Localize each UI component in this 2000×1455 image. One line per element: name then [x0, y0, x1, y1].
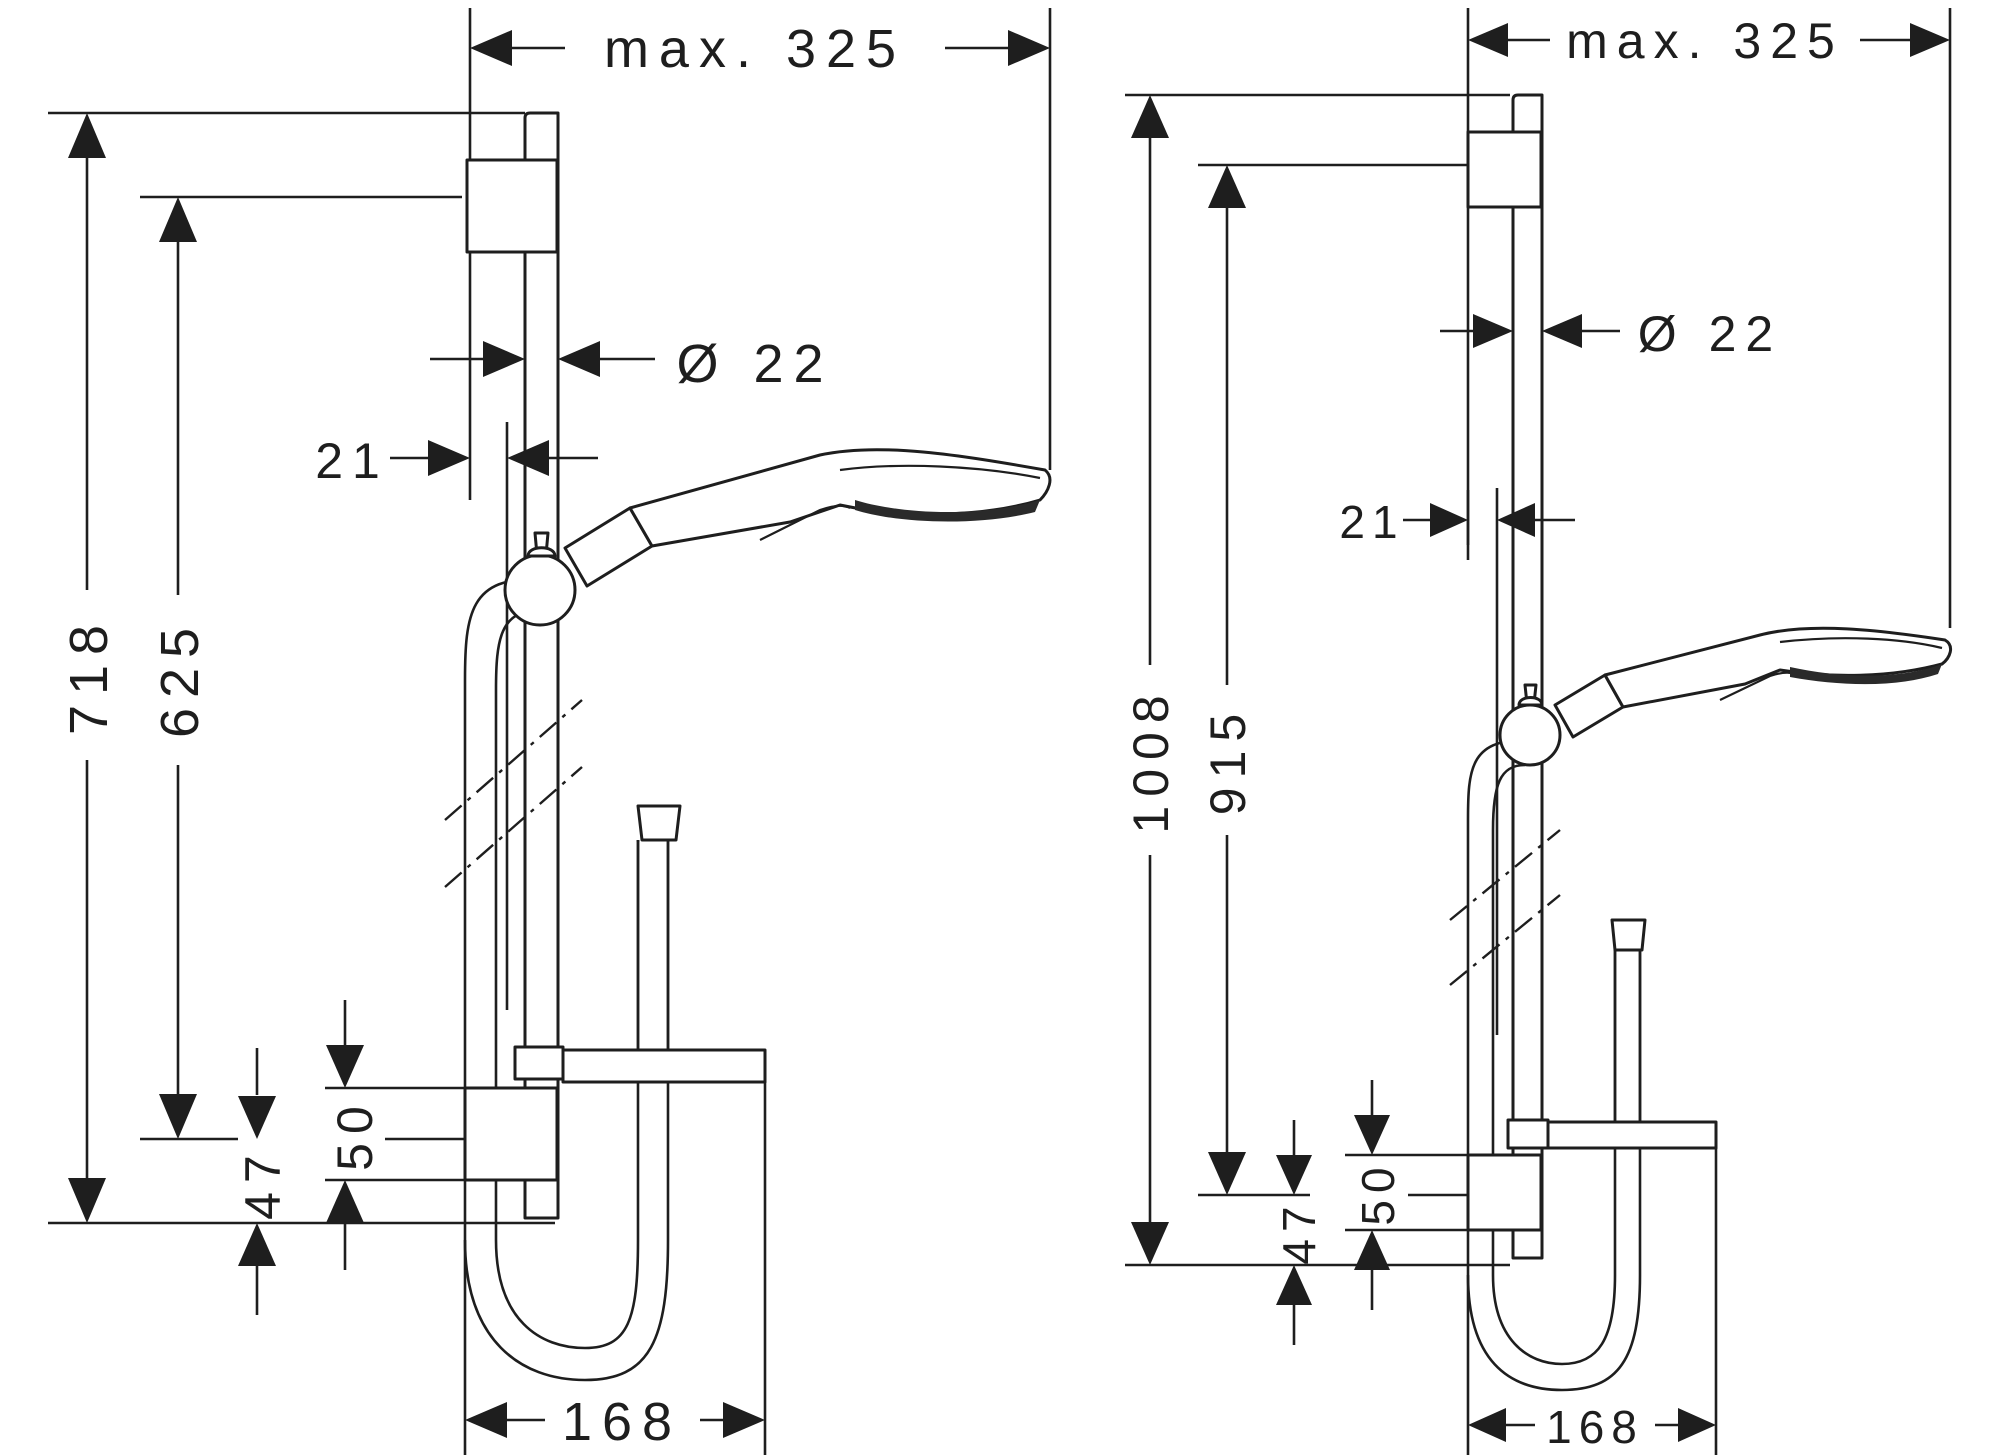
- right-shower-rail: [1449, 93, 1561, 1260]
- right-hose-connector: [1610, 918, 1647, 952]
- left-hand-shower: [503, 448, 1052, 627]
- left-height-holder-label: 625: [150, 618, 210, 738]
- right-max-width-dimension: max. 325: [1466, 8, 1952, 628]
- left-diameter-dimension: Ø 22: [430, 334, 833, 394]
- right-wall-bracket-top: [1466, 130, 1543, 209]
- right-height-holder-dimension: 915: [1198, 163, 1470, 1197]
- left-lower-bracket: [463, 1045, 767, 1182]
- left-shower-rail: [444, 111, 583, 1220]
- right-lower-bracket: [1466, 1118, 1718, 1232]
- left-wall-bracket-top: [465, 158, 559, 254]
- left-dim-50: 50: [325, 1000, 465, 1270]
- left-shower-holder-knob: [503, 553, 577, 627]
- left-view: max. 325 718 625: [48, 8, 1052, 1455]
- left-dim-47-label: 47: [235, 1146, 291, 1220]
- left-diameter-label: Ø 22: [676, 334, 833, 394]
- right-shower-holder-knob: [1498, 703, 1562, 767]
- right-dim-50: 50: [1345, 1080, 1468, 1310]
- left-max-width-dimension: max. 325: [468, 8, 1052, 500]
- right-soap-shelf: [1546, 1120, 1718, 1150]
- right-dim-47: 47: [1273, 1120, 1325, 1345]
- left-dim-47: 47: [235, 1048, 291, 1315]
- right-width-bottom-dimension: 168: [1466, 1148, 1718, 1455]
- right-offset-dimension: 21: [1339, 490, 1575, 548]
- left-shower-hose: [463, 578, 682, 1382]
- right-diameter-dimension: Ø 22: [1440, 306, 1782, 362]
- right-dim-50-label: 50: [1352, 1160, 1404, 1225]
- right-shower-hose: [1466, 738, 1647, 1392]
- left-height-total-label: 718: [59, 615, 119, 735]
- left-dim-50-label: 50: [327, 1097, 383, 1171]
- right-dim-47-label: 47: [1273, 1199, 1325, 1264]
- right-offset-label: 21: [1339, 496, 1404, 548]
- left-hose-connector: [636, 804, 682, 842]
- right-height-total-dimension: 1008: [1123, 93, 1510, 1267]
- left-max-width-label: max. 325: [604, 19, 906, 79]
- left-soap-shelf: [561, 1048, 767, 1084]
- right-hand-shower: [1498, 626, 1953, 767]
- left-width-bottom-label: 168: [562, 1392, 682, 1452]
- right-max-width-label: max. 325: [1566, 13, 1844, 69]
- left-height-holder-dimension: 625: [140, 195, 462, 1141]
- left-offset-dimension: 21: [315, 433, 598, 489]
- right-height-holder-label: 915: [1200, 705, 1256, 815]
- right-view: max. 325 1008 915: [1123, 8, 1953, 1455]
- right-height-total-label: 1008: [1123, 686, 1179, 833]
- right-width-bottom-label: 168: [1546, 1401, 1644, 1453]
- left-width-bottom-dimension: 168: [463, 1082, 767, 1455]
- left-height-total-dimension: 718: [48, 111, 555, 1225]
- left-offset-label: 21: [315, 433, 389, 489]
- right-diameter-label: Ø 22: [1638, 306, 1782, 362]
